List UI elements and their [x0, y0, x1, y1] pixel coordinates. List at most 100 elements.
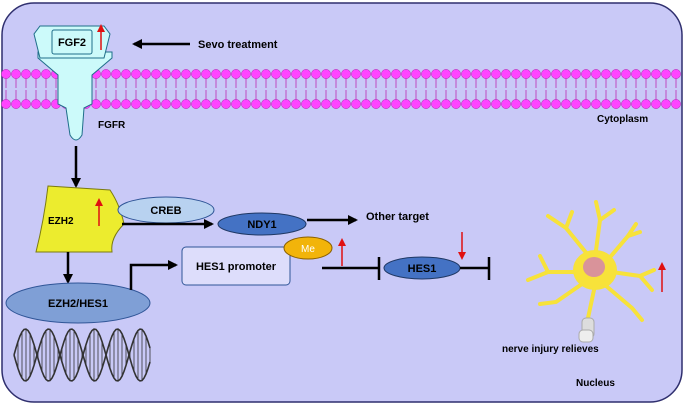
lipid-head	[511, 69, 521, 79]
ndy1-label: NDY1	[247, 219, 276, 231]
lipid-head	[141, 99, 151, 109]
lipid-head	[301, 69, 311, 79]
lipid-head	[401, 99, 411, 109]
lipid-head	[151, 99, 161, 109]
fgfr-label: FGFR	[98, 120, 126, 131]
lipid-head	[251, 99, 261, 109]
cell-membrane	[1, 69, 681, 109]
ezh2-label: EZH2	[48, 216, 74, 227]
lipid-head	[171, 99, 181, 109]
creb-label: CREB	[150, 205, 181, 217]
lipid-head	[361, 99, 371, 109]
lipid-head	[521, 99, 531, 109]
lipid-head	[661, 69, 671, 79]
hes1-promoter-box	[181, 246, 291, 286]
lipid-head	[201, 99, 211, 109]
lipid-head	[661, 99, 671, 109]
lipid-head	[481, 99, 491, 109]
fgfr-receptor	[37, 51, 113, 141]
lipid-head	[641, 69, 651, 79]
lipid-head	[561, 99, 571, 109]
lipid-head	[121, 69, 131, 79]
lipid-head	[211, 99, 221, 109]
lipid-head	[521, 69, 531, 79]
lipid-head	[141, 69, 151, 79]
ndy1-node	[217, 212, 307, 236]
lipid-head	[201, 69, 211, 79]
lipid-head	[391, 69, 401, 79]
lipid-head	[581, 99, 591, 109]
lipid-head	[321, 69, 331, 79]
lipid-head	[251, 69, 261, 79]
lipid-head	[11, 99, 21, 109]
lipid-head	[281, 99, 291, 109]
lipid-head	[21, 99, 31, 109]
lipid-head	[421, 99, 431, 109]
lipid-head	[231, 99, 241, 109]
lipid-head	[481, 69, 491, 79]
lipid-head	[431, 69, 441, 79]
lipid-head	[311, 69, 321, 79]
other-target-label: Other target	[366, 211, 429, 223]
lipid-head	[561, 69, 571, 79]
lipid-head	[41, 99, 51, 109]
lipid-head	[271, 69, 281, 79]
lipid-head	[221, 99, 231, 109]
lipid-head	[341, 69, 351, 79]
lipid-head	[241, 69, 251, 79]
lipid-head	[351, 99, 361, 109]
lipid-head	[411, 69, 421, 79]
cytoplasm-label: Cytoplasm	[597, 114, 648, 125]
lipid-head	[211, 69, 221, 79]
lipid-head	[651, 69, 661, 79]
lipid-head	[671, 99, 681, 109]
nucleus-label: Nucleus	[576, 378, 615, 389]
complex-to-promoter-arrow	[129, 260, 178, 290]
lipid-head	[191, 99, 201, 109]
lipid-head	[601, 69, 611, 79]
lipid-head	[611, 69, 621, 79]
lipid-head	[231, 69, 241, 79]
lipid-head	[571, 69, 581, 79]
lipid-head	[1, 99, 11, 109]
lipid-head	[131, 69, 141, 79]
lipid-head	[41, 69, 51, 79]
lipid-head	[591, 99, 601, 109]
lipid-head	[351, 69, 361, 79]
lipid-head	[421, 69, 431, 79]
lipid-head	[1, 69, 11, 79]
lipid-head	[571, 99, 581, 109]
lipid-head	[301, 99, 311, 109]
lipid-head	[321, 99, 331, 109]
lipid-head	[401, 69, 411, 79]
lipid-head	[341, 99, 351, 109]
lipid-head	[171, 69, 181, 79]
lipid-head	[101, 99, 111, 109]
lipid-head	[491, 69, 501, 79]
lipid-head	[331, 69, 341, 79]
lipid-head	[631, 69, 641, 79]
lipid-head	[471, 99, 481, 109]
lipid-head	[291, 99, 301, 109]
lipid-head	[311, 99, 321, 109]
lipid-head	[541, 99, 551, 109]
lipid-head	[441, 69, 451, 79]
lipid-head	[111, 99, 121, 109]
lipid-head	[381, 69, 391, 79]
lipid-head	[551, 99, 561, 109]
lipid-head	[361, 69, 371, 79]
dna-strand	[13, 328, 151, 382]
lipid-head	[161, 99, 171, 109]
hes1-promoter-label: HES1 promoter	[196, 261, 277, 273]
lipid-head	[671, 69, 681, 79]
lipid-head	[241, 99, 251, 109]
lipid-head	[451, 99, 461, 109]
fgf2-ligand: FGF2	[33, 25, 111, 59]
lipid-head	[411, 99, 421, 109]
lipid-head	[621, 99, 631, 109]
lipid-head	[651, 99, 661, 109]
fgf2-label: FGF2	[58, 37, 86, 49]
ezh2-hes1-complex	[5, 282, 151, 324]
lipid-head	[491, 99, 501, 109]
